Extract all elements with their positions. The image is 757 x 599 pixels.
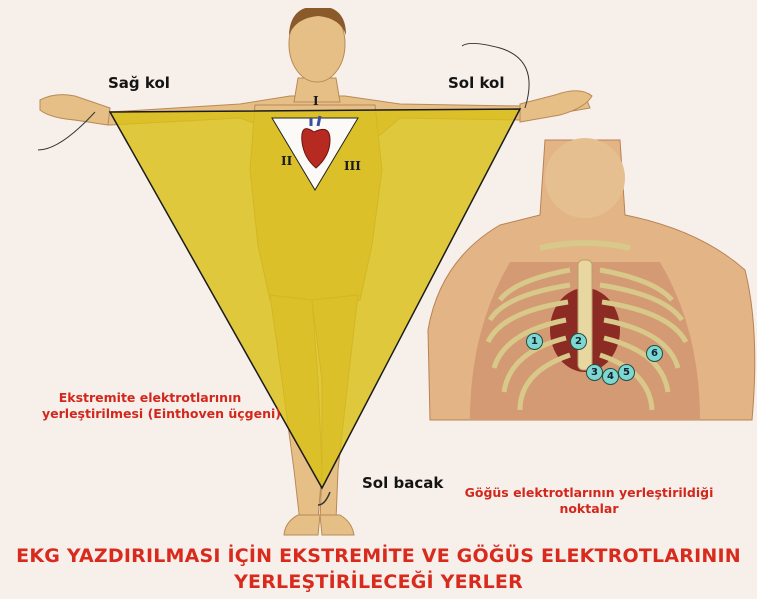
- chest-electrode-v1: 1: [526, 333, 543, 350]
- chest-electrode-v3: 3: [586, 364, 603, 381]
- chest-electrode-v5: 5: [618, 364, 635, 381]
- limb-electrode-caption: Ekstremite elektrotlarının yerleştirilme…: [42, 390, 258, 422]
- chest-caption-line1: Göğüs elektrotlarının yerleştirildiği: [454, 485, 724, 501]
- lead-II-label: II: [281, 154, 292, 168]
- right-arm-label: Sağ kol: [108, 74, 170, 92]
- chest-electrode-caption: Göğüs elektrotlarının yerleştirildiği no…: [454, 485, 724, 517]
- limb-caption-line2: yerleştirilmesi (Einthoven üçgeni): [42, 406, 258, 422]
- title-line-2: YERLEŞTİRİLECEĞİ YERLER: [0, 571, 757, 593]
- chest-electrode-v2: 2: [570, 333, 587, 350]
- chest-electrode-v6: 6: [646, 345, 663, 362]
- chest-caption-line2: noktalar: [454, 501, 724, 517]
- lead-I-label: I: [313, 94, 319, 108]
- frame-corner: [0, 0, 757, 8]
- left-arm-label: Sol kol: [448, 74, 505, 92]
- chest-electrode-v4: 4: [602, 368, 619, 385]
- left-leg-label: Sol bacak: [362, 474, 443, 492]
- lead-III-label: III: [344, 159, 361, 173]
- title-line-1: EKG YAZDIRILMASI İÇİN EKSTREMİTE VE GÖĞÜ…: [0, 545, 757, 567]
- limb-caption-line1: Ekstremite elektrotlarının: [42, 390, 258, 406]
